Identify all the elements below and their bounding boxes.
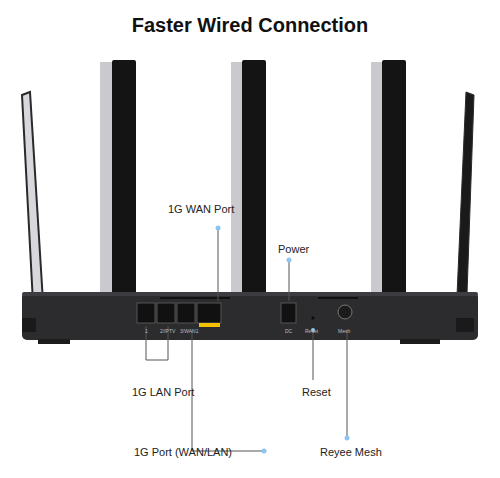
port-marking: 2/IPTV [160,329,175,334]
body-lip [22,292,478,296]
port-marking: Reset [305,329,318,334]
foot [400,339,440,344]
antenna-hinge [22,318,36,332]
ethernet-ports [137,303,221,327]
leader-lines [146,228,347,451]
port-marking: Mesh [338,329,350,334]
callout-label: Power [278,243,309,256]
port-marking: DC [285,329,292,334]
vent [160,297,230,299]
mesh-button [338,305,352,319]
reset-hole [311,316,314,319]
callout-label: 1G LAN Port [132,386,194,399]
diagram-title: Faster Wired Connection [0,14,500,37]
callout-label: Reyee Mesh [320,446,382,459]
antenna [231,60,266,300]
port-marking: 1 [145,329,148,334]
antenna [22,92,44,322]
foot [38,339,70,344]
antenna [456,92,474,322]
antenna [100,60,136,300]
callout-label: 1G WAN Port [168,203,234,216]
router-body [22,292,478,340]
vent [318,297,358,299]
antenna-hinge [456,318,474,332]
dc-port [281,303,296,323]
leader-dots [216,226,350,454]
callout-label: 1G Port (WAN/LAN) [134,446,232,459]
callout-label: Reset [302,386,331,399]
antenna [371,60,406,300]
port-marking: 3/WAN1 [180,329,198,334]
